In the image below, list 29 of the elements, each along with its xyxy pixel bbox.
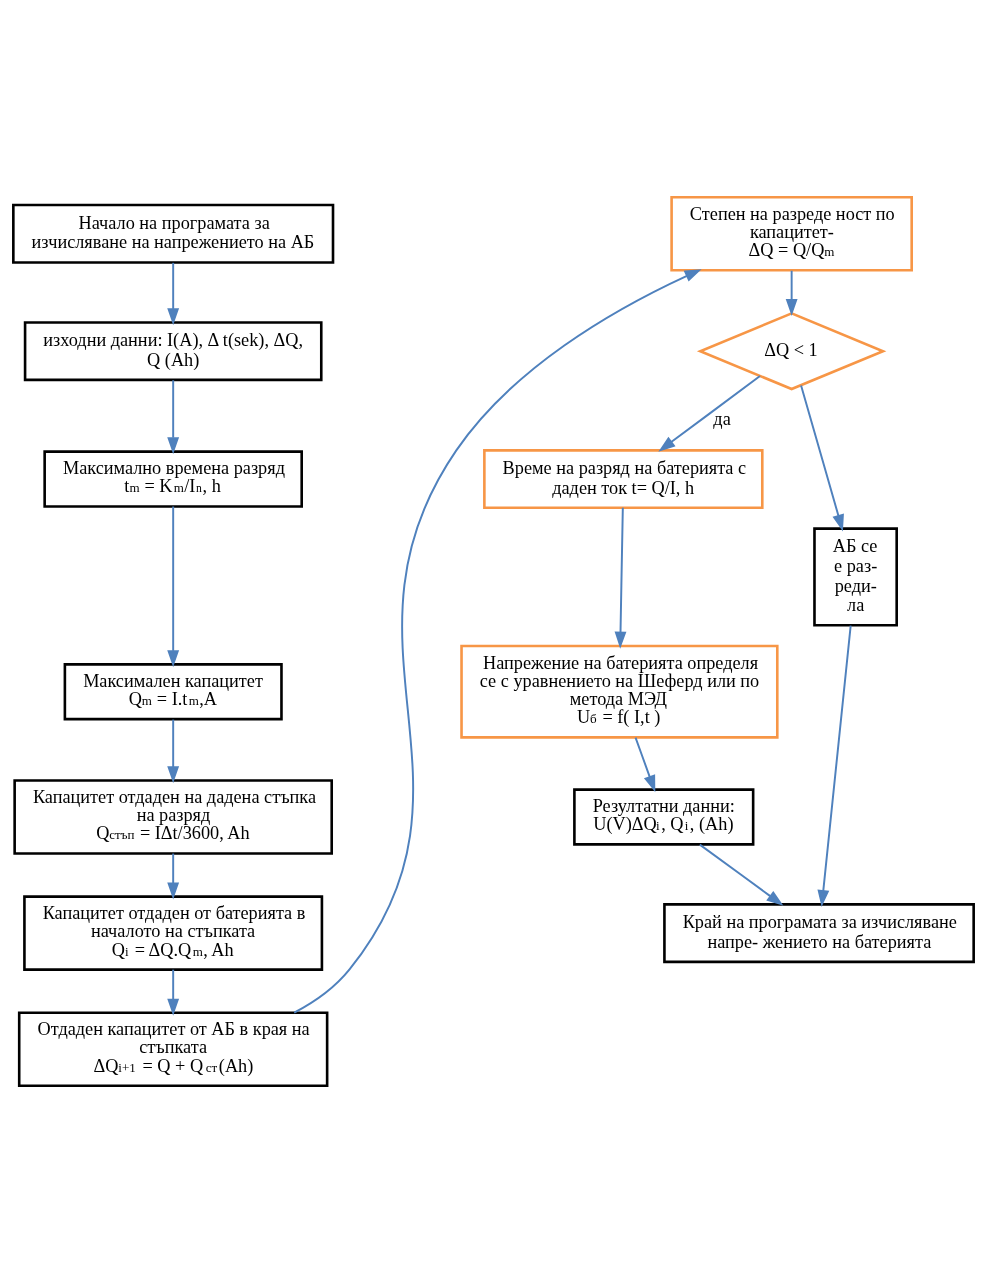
node-box: АБ се е раз- реди- ла xyxy=(813,527,898,627)
arrow xyxy=(167,261,180,326)
arrow xyxy=(658,375,761,452)
node-box: Резултатни данни: U(V)ΔQi, Qi, (Ah) xyxy=(573,788,755,846)
arrow xyxy=(167,379,180,455)
arrow xyxy=(817,624,852,908)
arrow xyxy=(698,843,784,906)
node-box: Напрежение на батерията определя се с уравнението на Шеферд или по метода МЭД Uб = f( I,t ) xyxy=(460,644,779,739)
node-box: Край на програмата за изчисляване напре- жението на батерията xyxy=(663,903,975,964)
node-box: Отдаден капацитет от АБ в края на стъпката ΔQi+1 = Q + Qст(Ah) xyxy=(17,1011,329,1088)
node-box: Начало на програмата за изчисляване на напрежението на АБ xyxy=(12,203,335,264)
node-box: Максимално времена разряд tm = Km/In, h xyxy=(43,450,303,508)
arrow xyxy=(800,384,844,532)
node-box: Време на разряд на батерията с даден ток t= Q/I, h xyxy=(483,449,764,510)
node-box: Капацитет отдаден от батерията в началото на стъпката Qi = ΔQ.Qm, Ah xyxy=(23,895,324,971)
node-box: Степен на разреде ност по капацитет- ΔQ = Q/Qm xyxy=(670,195,913,272)
node-diamond: ΔQ < 1 xyxy=(696,311,887,391)
node-box: изходни данни: I(A), Δ t(sek), ΔQ, Q (Ah) xyxy=(23,321,323,382)
arrow xyxy=(167,718,180,784)
arrow xyxy=(293,269,702,1014)
arrow xyxy=(785,269,798,316)
edge-label: да xyxy=(713,408,731,429)
arrow xyxy=(167,968,180,1016)
arrow xyxy=(634,736,656,793)
arrow xyxy=(167,505,180,668)
node-box: Максимален капацитет Qm = I.tm,A xyxy=(63,663,283,721)
arrow xyxy=(614,506,627,649)
arrow xyxy=(167,852,180,900)
node-box: Капацитет отдаден на дадена стъпка на разряд Qстъп = IΔt/3600, Ah xyxy=(13,779,333,855)
